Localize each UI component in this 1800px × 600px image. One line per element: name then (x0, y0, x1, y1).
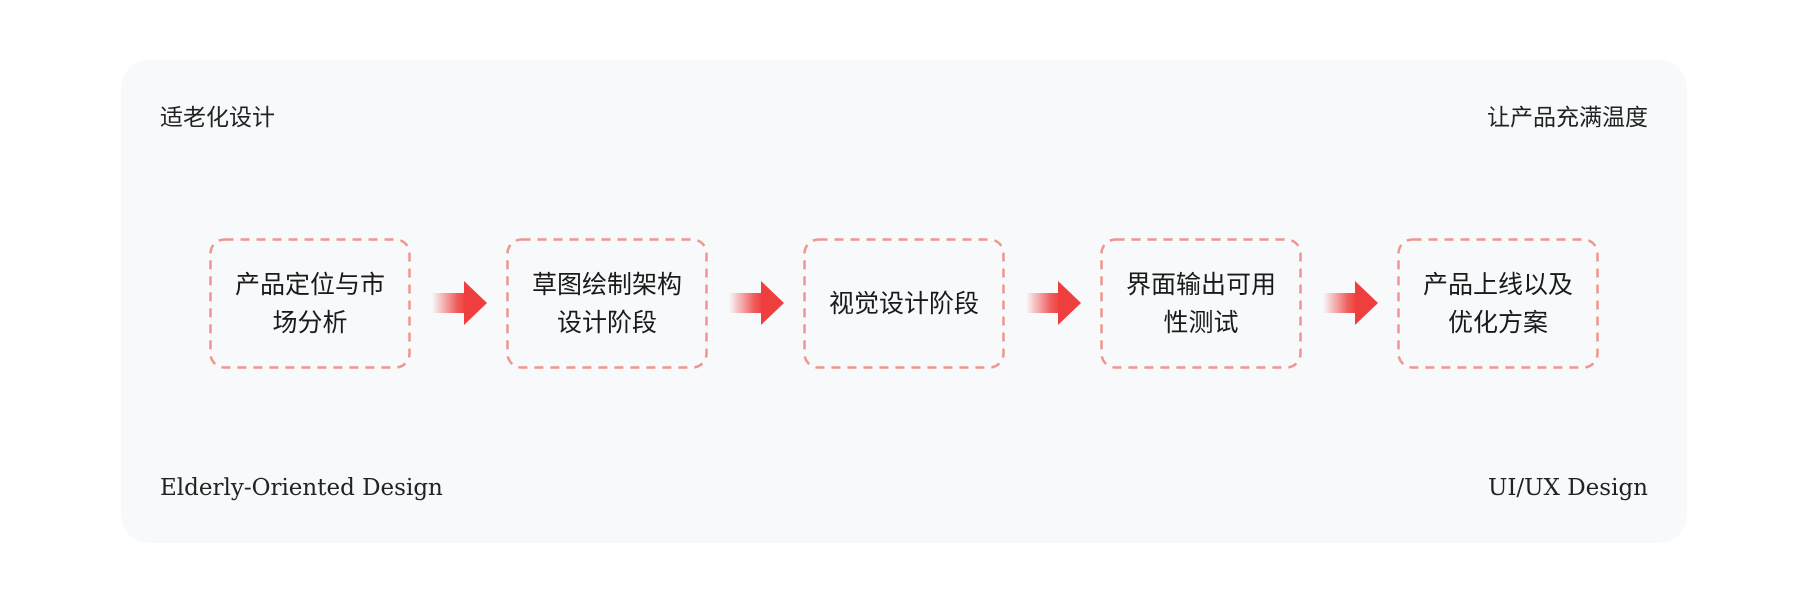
step-label-2: 草图绘制架构设计阶段 (532, 269, 683, 337)
step-box-4: 界面输出可用性测试 (1100, 238, 1302, 369)
arrow-right-icon (432, 281, 487, 325)
title-top-left: 适老化设计 (160, 105, 275, 131)
dashed-border (209, 238, 411, 369)
process-card: 适老化设计 让产品充满温度 Elderly-Oriented Design UI… (121, 60, 1687, 543)
step-box-2: 草图绘制架构设计阶段 (506, 238, 708, 369)
step-box-5: 产品上线以及优化方案 (1397, 238, 1599, 369)
caption-bottom-right: UI/UX Design (1487, 475, 1648, 501)
dashed-border (1397, 238, 1599, 369)
step-label-5: 产品上线以及优化方案 (1423, 269, 1574, 337)
arrow-right-icon (1323, 281, 1378, 325)
step-box-1: 产品定位与市场分析 (209, 238, 411, 369)
dashed-border (803, 238, 1005, 369)
dashed-border (1100, 238, 1302, 369)
step-label-3: 视觉设计阶段 (828, 288, 979, 318)
step-label-1: 产品定位与市场分析 (235, 269, 386, 337)
title-top-right: 让产品充满温度 (1487, 105, 1648, 131)
arrow-right-icon (729, 281, 784, 325)
caption-bottom-left: Elderly-Oriented Design (160, 475, 443, 501)
step-box-3: 视觉设计阶段 (803, 238, 1005, 369)
arrow-right-icon (1026, 281, 1081, 325)
step-label-4: 界面输出可用性测试 (1126, 269, 1277, 337)
dashed-border (506, 238, 708, 369)
